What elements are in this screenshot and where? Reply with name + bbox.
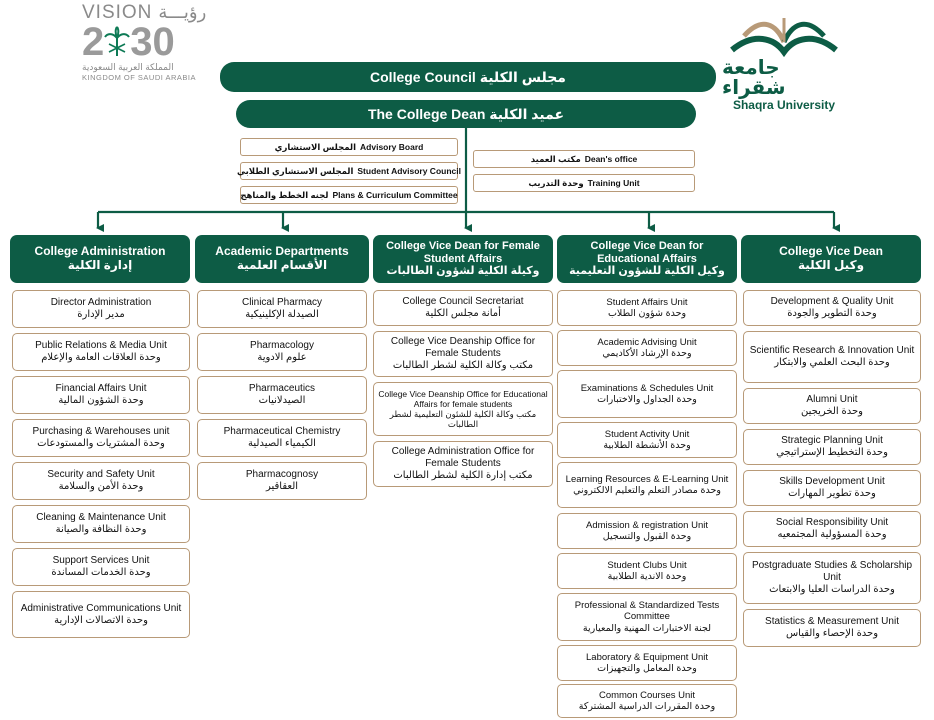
column-header-academic-departments: Academic Departments الأقسام العلمية	[195, 235, 369, 283]
vision-country-en: KINGDOM OF SAUDI ARABIA	[82, 73, 197, 82]
college-council-box: College Council مجلس الكلية	[220, 62, 716, 92]
vision-country-ar: المملكة العربية السعودية	[82, 62, 174, 72]
college-dean-box: The College Dean عميد الكلية	[236, 100, 696, 128]
vision-ar-word: رؤيـــة	[158, 2, 207, 22]
vision-year-left: 2	[82, 20, 105, 64]
college-council-label: College Council مجلس الكلية	[370, 68, 566, 85]
vision-year-right: 30	[130, 20, 175, 64]
unit-vice-deanship-office-female: College Vice Deanship Office for Female …	[373, 331, 553, 377]
column-header-vice-dean-female: College Vice Dean for Female Student Aff…	[373, 235, 553, 283]
unit-administration-office-female: College Administration Office for Female…	[373, 441, 553, 487]
shaqra-university-logo: جامعة شقراء Shaqra University	[722, 12, 846, 112]
vision-word: VISION	[82, 2, 153, 23]
university-name-ar: جامعة شقراء	[722, 57, 786, 99]
column-header-college-administration: College Administration إدارة الكلية	[10, 235, 190, 283]
unit-professional-tests-committee: Professional & Standardized Tests Commit…	[557, 593, 737, 641]
vision-2030-logo: VISION رؤيـــة 2 30 المملكة العربية السع…	[82, 2, 222, 90]
college-dean-label: The College Dean عميد الكلية	[367, 105, 565, 122]
unit-vice-deanship-educational-female: College Vice Deanship Office for Educati…	[373, 382, 553, 436]
open-book-icon	[724, 12, 844, 58]
palm-emblem-icon	[104, 26, 131, 58]
column-header-vice-dean: College Vice Dean وكيل الكلية	[741, 235, 921, 283]
university-name-en: Shaqra University	[732, 98, 836, 112]
column-header-vice-dean-educational: College Vice Dean for Educational Affair…	[557, 235, 737, 283]
